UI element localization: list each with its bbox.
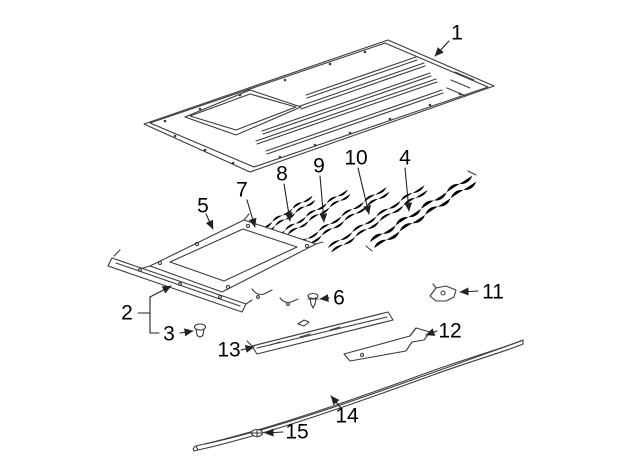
- leader-7: [246, 199, 257, 228]
- leader-8: [283, 183, 293, 222]
- callout-7: 7: [236, 179, 248, 202]
- leader-5: [205, 213, 214, 230]
- leader-10: [357, 167, 371, 215]
- callout-labels: 1 4 10 9 8 7 5 2 3 6 11 12 13 14 15: [121, 22, 504, 444]
- leader-4: [404, 167, 413, 212]
- part-bolt-3: [193, 323, 207, 338]
- leader-2: [149, 285, 172, 298]
- leader-15: [264, 428, 284, 437]
- callout-5: 5: [197, 195, 209, 218]
- part-sunroof-frame: [142, 213, 324, 306]
- leader-14: [330, 395, 342, 409]
- part-bolt-6: [307, 292, 319, 309]
- callout-13: 13: [217, 339, 240, 362]
- callout-1: 1: [451, 22, 463, 45]
- part-roof-bow-4: [365, 170, 478, 252]
- leader-12: [425, 328, 438, 336]
- callout-6: 6: [333, 287, 345, 310]
- part-inner-rail-13: [246, 311, 394, 355]
- callout-11: 11: [482, 281, 504, 304]
- callout-9: 9: [313, 155, 325, 178]
- leader-9: [319, 175, 328, 223]
- part-clip-15: [250, 428, 264, 438]
- callout-4: 4: [399, 147, 411, 170]
- callout-14: 14: [335, 405, 359, 428]
- part-bracket-11: [429, 283, 457, 302]
- leader-13: [240, 345, 255, 353]
- callout-8: 8: [276, 163, 288, 186]
- leader-3: [179, 328, 194, 337]
- callout-10: 10: [344, 147, 367, 170]
- part-roof-panel: [143, 39, 495, 173]
- leader-2-bracket: [137, 296, 160, 334]
- leader-6: [319, 294, 330, 303]
- callout-3: 3: [163, 323, 175, 346]
- leader-11: [459, 287, 479, 296]
- callout-15: 15: [285, 421, 308, 444]
- callout-12: 12: [438, 320, 461, 343]
- leader-lines: [137, 40, 479, 437]
- part-side-rail: [107, 249, 253, 313]
- part-molding-14: [192, 339, 524, 452]
- leader-1: [434, 40, 450, 57]
- callout-2: 2: [121, 302, 133, 325]
- part-rail-bracket-12: [343, 327, 431, 362]
